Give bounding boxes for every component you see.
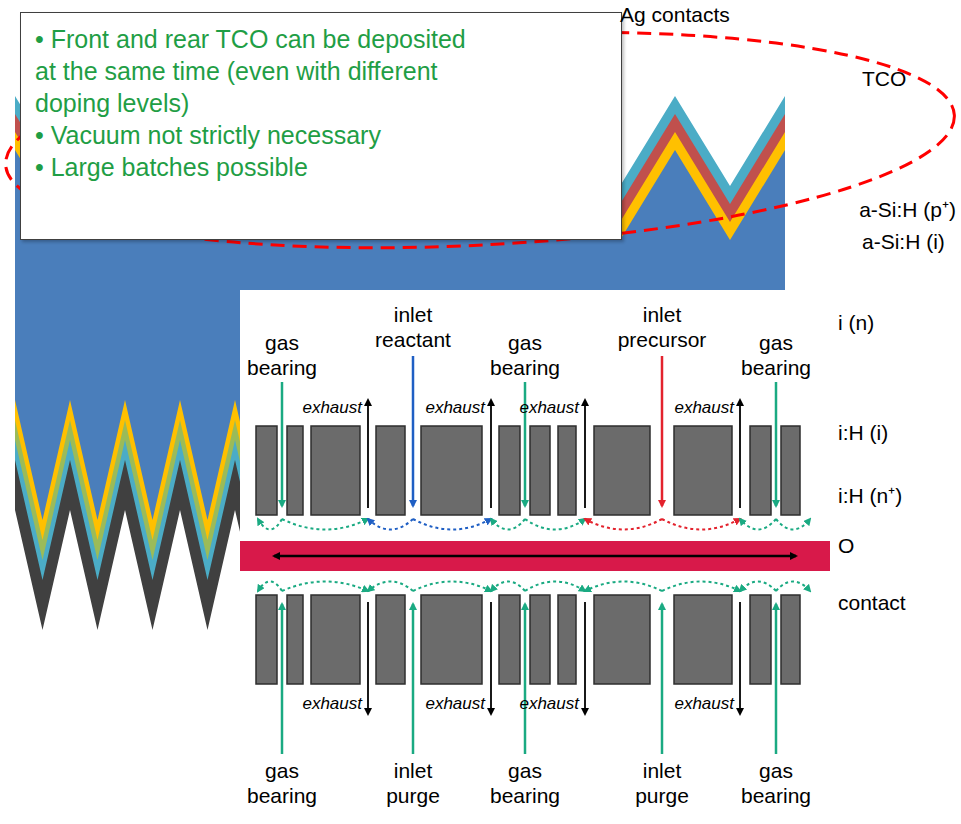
reactor-head-block [311, 426, 360, 515]
reactor-head-block [594, 595, 650, 684]
flow-arc [282, 519, 368, 530]
reactor-head-block [674, 426, 732, 515]
exhaust-arrow [367, 400, 369, 508]
reactor-head-block [674, 595, 732, 684]
flow-arc [282, 582, 368, 592]
flow-arc [413, 519, 491, 530]
reactor-head-block [376, 426, 405, 515]
flow-arc [662, 582, 740, 592]
inlet-label: gas bearing [479, 330, 571, 380]
layer-label: contact [838, 590, 906, 615]
layer-label: i:H (i) [838, 420, 888, 445]
reactor-head-block [558, 426, 576, 515]
layer-label: TCO [862, 66, 906, 91]
inlet-arrow [412, 356, 415, 506]
exhaust-arrow [584, 602, 586, 714]
reactor-head-block [594, 426, 650, 515]
reactor-head-block [530, 426, 550, 515]
flow-arc [368, 582, 413, 592]
reactor-head-block [376, 595, 405, 684]
layer-label: a-Si:H (p⁺) [859, 197, 956, 222]
inlet-label: inlet purge [616, 758, 708, 808]
layer-label: i (n) [838, 310, 874, 335]
inlet-label: gas bearing [479, 758, 571, 808]
inlet-label: inlet reactant [361, 302, 465, 352]
motion-arrow [274, 555, 796, 558]
flow-arc [740, 582, 776, 592]
exhaust-arrow [367, 602, 369, 714]
exhaust-arrow [490, 602, 492, 714]
inlet-label: gas bearing [236, 758, 328, 808]
exhaust-arrow [584, 400, 586, 508]
flow-arc [525, 582, 585, 592]
bullet-text: • Vacuum not strictly necessary [35, 119, 485, 151]
reactor-head-block [287, 426, 303, 515]
reactor-head-block [421, 595, 482, 684]
flow-arc [776, 582, 810, 592]
reactor-head-block [530, 595, 550, 684]
inlet-arrow [281, 604, 284, 754]
exhaust-label: exhaust [302, 398, 362, 418]
exhaust-arrow [739, 602, 741, 714]
note-box: • Front and rear TCO can be deposited at… [20, 12, 622, 240]
layer-label: i:H (n⁺) [838, 483, 902, 508]
inlet-arrow [524, 604, 527, 754]
inlet-arrow [661, 604, 664, 754]
inlet-arrow [775, 382, 778, 506]
bullet-text: • Large batches possible [35, 151, 485, 183]
exhaust-label: exhaust [674, 694, 734, 714]
highlight-ellipse [0, 10, 960, 269]
inlet-arrow [661, 356, 664, 506]
reactor-head-block [256, 426, 277, 515]
reactor-head-block [558, 595, 576, 684]
flow-arc [413, 582, 491, 592]
reactor-head-block [421, 426, 482, 515]
reactor-head-block [781, 595, 800, 684]
inlet-label: gas bearing [730, 330, 822, 380]
flow-arc [740, 519, 776, 530]
reactor-head-block [256, 595, 277, 684]
reactor-head-block [750, 595, 771, 684]
reactor-head-block [781, 426, 800, 515]
exhaust-label: exhaust [425, 694, 485, 714]
reactor-head-block [499, 595, 520, 684]
reactor-head-block [287, 595, 303, 684]
exhaust-label: exhaust [425, 398, 485, 418]
substrate [240, 541, 830, 571]
flow-arc [258, 519, 282, 530]
flow-arc [585, 519, 662, 530]
bullet-text: • Front and rear TCO can be deposited at… [35, 23, 485, 119]
schematic-panel [240, 290, 830, 824]
exhaust-label: exhaust [674, 398, 734, 418]
inlet-arrow [281, 382, 284, 506]
flow-arc [491, 519, 525, 530]
inlet-label: gas bearing [730, 758, 822, 808]
flow-arc [258, 582, 282, 592]
flow-arc [662, 519, 740, 530]
reactor-head-block [750, 426, 771, 515]
flow-arc [368, 519, 413, 530]
inlet-label: inlet purge [367, 758, 459, 808]
exhaust-label: exhaust [519, 398, 579, 418]
inlet-label: gas bearing [236, 330, 328, 380]
inlet-label: inlet precursor [607, 302, 717, 352]
exhaust-arrow [739, 400, 741, 508]
reactor-head-block [499, 426, 520, 515]
layer-label: a-Si:H (i) [862, 229, 945, 254]
flow-arc [491, 582, 525, 592]
exhaust-label: exhaust [302, 694, 362, 714]
inlet-arrow [775, 604, 778, 754]
reactor-head-block [311, 595, 360, 684]
flow-arc [585, 582, 662, 592]
flow-arc [776, 519, 810, 530]
exhaust-label: exhaust [519, 694, 579, 714]
exhaust-arrow [490, 400, 492, 508]
inlet-arrow [412, 604, 415, 754]
layer-label: O [838, 533, 854, 558]
layer-label: Ag contacts [620, 2, 730, 27]
flow-arc [525, 519, 585, 530]
